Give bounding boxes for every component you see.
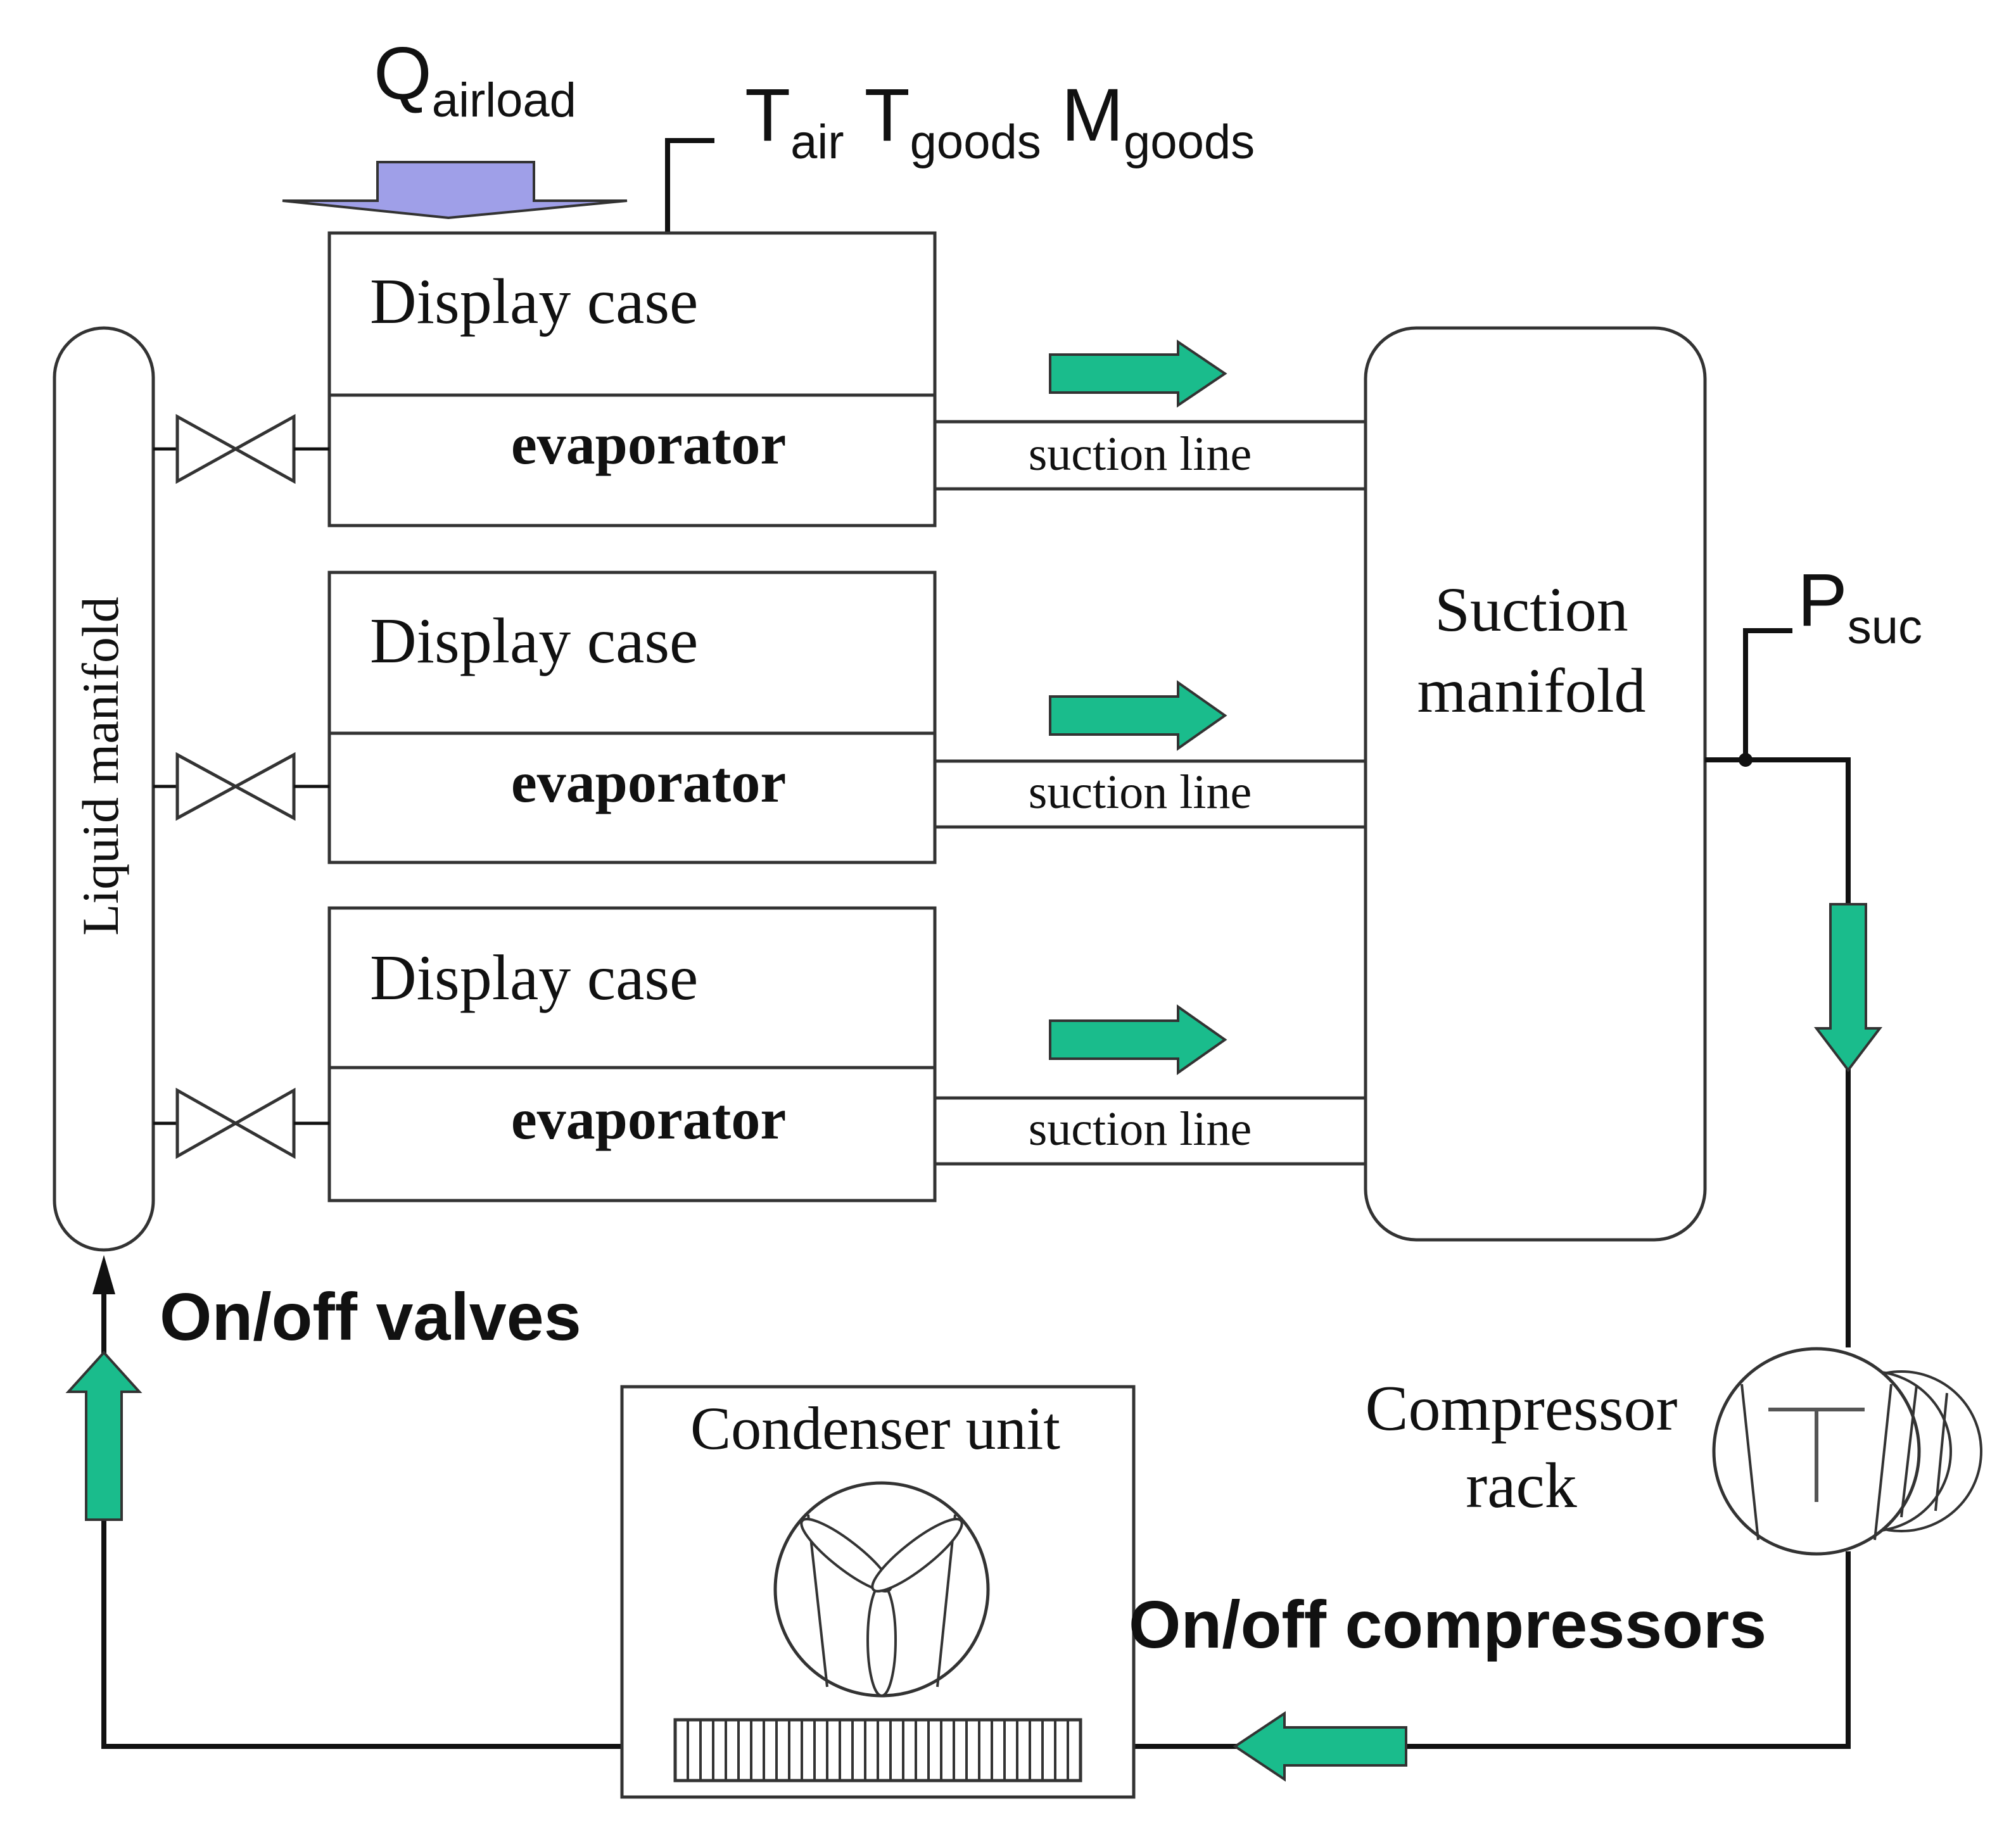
- condenser-coil-fins: [687, 1720, 1069, 1781]
- liquid-manifold-inlet-arrowhead: [92, 1255, 115, 1294]
- evaporator-label: evaporator: [511, 750, 786, 814]
- suction-line-label: suction line: [1029, 1102, 1252, 1156]
- heat-load-arrow-shape: [282, 161, 628, 220]
- display-case-label: Display case: [370, 942, 698, 1014]
- compressor-rack-label-line1: Compressor: [1366, 1373, 1678, 1444]
- display-case-box: [327, 231, 937, 527]
- flow-arrow-left: [1233, 1711, 1407, 1782]
- suction-manifold-label-line1: Suction: [1435, 574, 1628, 645]
- on-off-compressors-label: On/off compressors: [1129, 1587, 1766, 1662]
- on-off-valves-label: On/off valves: [160, 1280, 581, 1354]
- suction-line-2: suction line: [935, 759, 1366, 829]
- flow-arrow-right-3: [1049, 1004, 1227, 1075]
- flow-arrow-right-2: [1049, 680, 1227, 751]
- flow-arrow-right-1: [1049, 339, 1227, 408]
- compressor-rack-label-line2: rack: [1466, 1450, 1577, 1522]
- on-off-valve-1: [153, 413, 329, 484]
- display-case-3: Display case evaporator: [327, 906, 937, 1202]
- heat-load-arrow: [282, 161, 628, 220]
- suction-pressure-probe: [1739, 628, 1792, 767]
- flow-arrow-down: [1813, 903, 1883, 1073]
- suction-line-label: suction line: [1029, 427, 1252, 481]
- display-case-1: Display case evaporator: [327, 231, 937, 527]
- liquid-manifold: [53, 326, 155, 1252]
- compressor-rack: [1712, 1347, 1982, 1556]
- display-case-2: Display case evaporator: [327, 571, 937, 864]
- evaporator-label: evaporator: [511, 412, 786, 476]
- suction-manifold-label-line2: manifold: [1417, 655, 1645, 726]
- suction-line-label: suction line: [1029, 766, 1252, 819]
- display-case-label: Display case: [370, 605, 698, 677]
- on-off-valve-2: [153, 752, 329, 821]
- suction-manifold: [1364, 326, 1707, 1242]
- display-case-box: [327, 571, 937, 864]
- on-off-valve-3: [153, 1087, 329, 1159]
- suction-line-3: suction line: [935, 1096, 1366, 1166]
- liquid-manifold-label: Liquid manifold: [72, 596, 129, 935]
- heat-load-label: Qairload: [374, 32, 576, 127]
- display-case-label: Display case: [370, 266, 698, 337]
- condenser-unit-label: Condenser unit: [690, 1394, 1060, 1462]
- display-case-box: [327, 906, 937, 1202]
- suction-pressure-label: Psuc: [1797, 558, 1922, 654]
- suction-line-1: suction line: [935, 420, 1366, 491]
- condenser-unit: Condenser unit: [620, 1385, 1136, 1799]
- pipe-manifold-to-compressor: [1705, 757, 1851, 1347]
- evaporator-label: evaporator: [511, 1087, 786, 1151]
- flow-arrow-up: [65, 1351, 143, 1521]
- pipe-condenser-to-liquid-manifold: [101, 1292, 622, 1749]
